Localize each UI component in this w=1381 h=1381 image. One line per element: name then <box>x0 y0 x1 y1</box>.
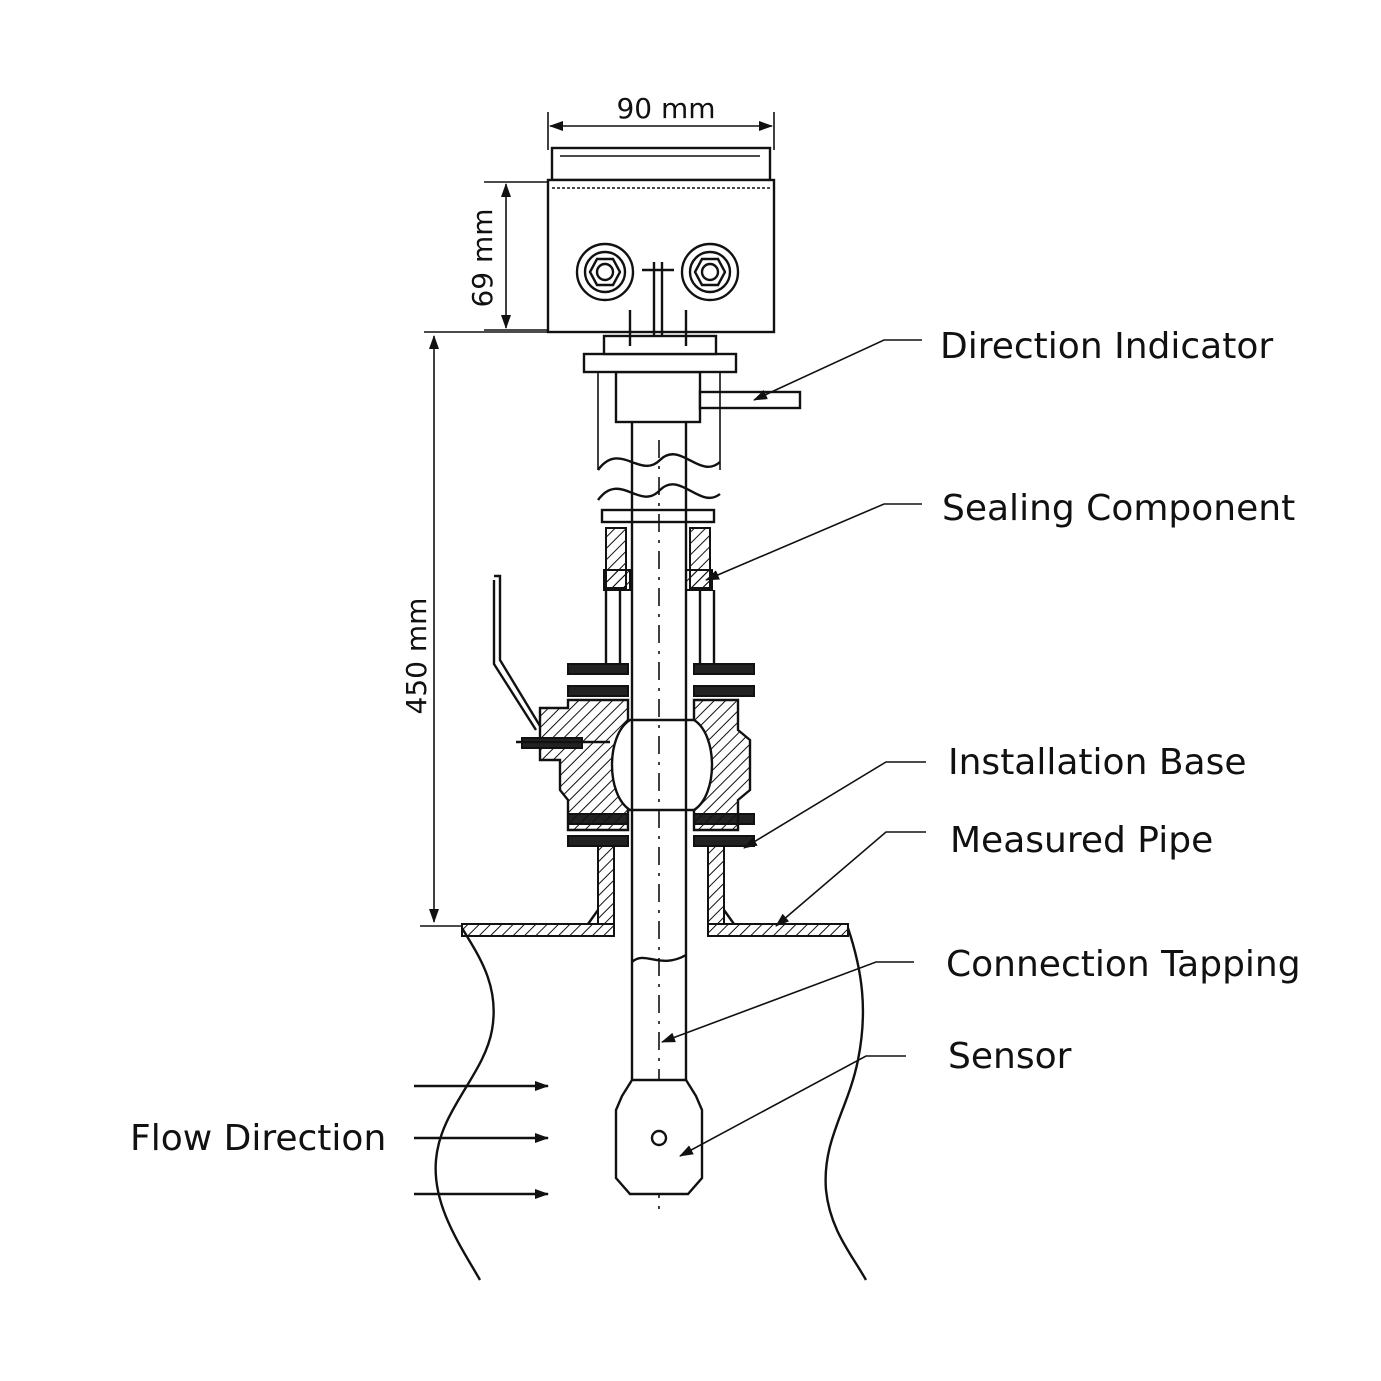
transmitter-housing <box>546 146 776 346</box>
callout-direction-indicator: Direction Indicator <box>940 326 1273 367</box>
callout-sealing-component: Sealing Component <box>942 488 1295 529</box>
installation-base <box>492 574 755 847</box>
connection-tapping <box>587 839 735 925</box>
dimension-height <box>484 181 548 331</box>
callout-installation-base: Installation Base <box>948 742 1247 783</box>
flow-arrows <box>414 1081 549 1199</box>
width-dimension-label: 90 mm <box>616 92 715 125</box>
leader-lines <box>661 339 926 1157</box>
cable-gland-right <box>680 242 740 302</box>
length-dimension-label: 450 mm <box>400 598 433 715</box>
height-dimension-label: 69 mm <box>466 208 499 307</box>
callout-measured-pipe: Measured Pipe <box>950 820 1213 861</box>
callout-sensor: Sensor <box>948 1036 1072 1077</box>
dimension-length <box>420 331 548 927</box>
callout-connection-tapping: Connection Tapping <box>946 944 1301 985</box>
callout-flow-direction: Flow Direction <box>130 1118 386 1159</box>
sealing-component <box>600 508 716 664</box>
sensor-head <box>614 1078 704 1196</box>
direction-indicator <box>582 334 802 470</box>
probe-rod <box>597 420 721 1210</box>
measured-pipe-walls <box>434 923 868 1281</box>
cable-gland-left <box>575 242 635 302</box>
dimension-width <box>547 112 775 150</box>
